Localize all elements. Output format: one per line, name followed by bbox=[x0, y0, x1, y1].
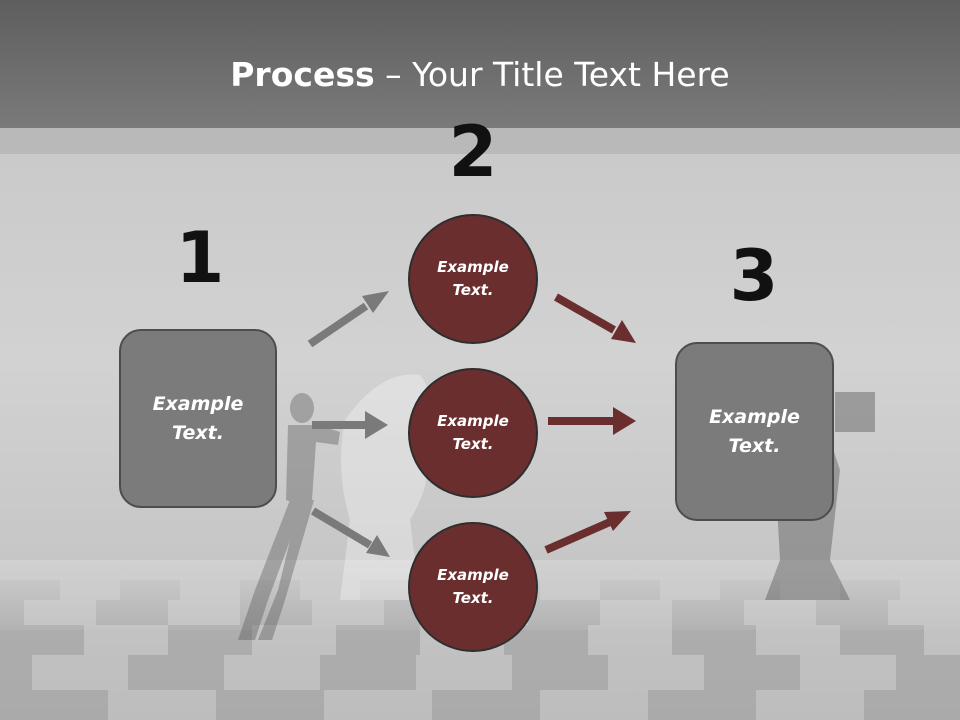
floor-tile bbox=[128, 655, 224, 690]
step-number-2: 2 bbox=[448, 111, 498, 193]
circle-middle-label: Example Text. bbox=[437, 412, 509, 453]
floor-tile bbox=[512, 655, 608, 690]
arrow-left-to-top bbox=[307, 291, 389, 348]
floor-tile bbox=[0, 690, 108, 720]
circle-bottom-label: Example Text. bbox=[437, 566, 509, 607]
arrow-bottom-to-right bbox=[544, 511, 631, 554]
step-number-3: 3 bbox=[729, 235, 779, 317]
title-rest: – Your Title Text Here bbox=[374, 55, 730, 94]
floor-tile bbox=[648, 690, 756, 720]
step-number-1: 1 bbox=[175, 217, 225, 299]
slide-title: Process – Your Title Text Here bbox=[0, 52, 960, 98]
arrow-middle-to-right bbox=[548, 407, 636, 435]
floor-tile bbox=[0, 655, 32, 690]
right-box: Example Text. bbox=[675, 342, 834, 521]
floor-tile bbox=[216, 690, 324, 720]
circle-middle: Example Text. bbox=[408, 368, 538, 498]
left-box: Example Text. bbox=[119, 329, 277, 508]
floor-tile bbox=[864, 690, 960, 720]
arrow-left-to-middle bbox=[312, 411, 388, 439]
left-box-label: Example Text. bbox=[152, 392, 244, 444]
title-bold: Process bbox=[230, 55, 375, 94]
arrow-top-to-right bbox=[554, 293, 636, 343]
circle-bottom: Example Text. bbox=[408, 522, 538, 652]
circle-top: Example Text. bbox=[408, 214, 538, 344]
floor-tile bbox=[896, 655, 960, 690]
floor-tile bbox=[320, 655, 416, 690]
circle-top-label: Example Text. bbox=[437, 258, 509, 299]
floor-tile bbox=[432, 690, 540, 720]
right-box-label: Example Text. bbox=[709, 405, 800, 457]
floor-tile bbox=[704, 655, 800, 690]
arrow-left-to-bottom bbox=[310, 507, 390, 557]
